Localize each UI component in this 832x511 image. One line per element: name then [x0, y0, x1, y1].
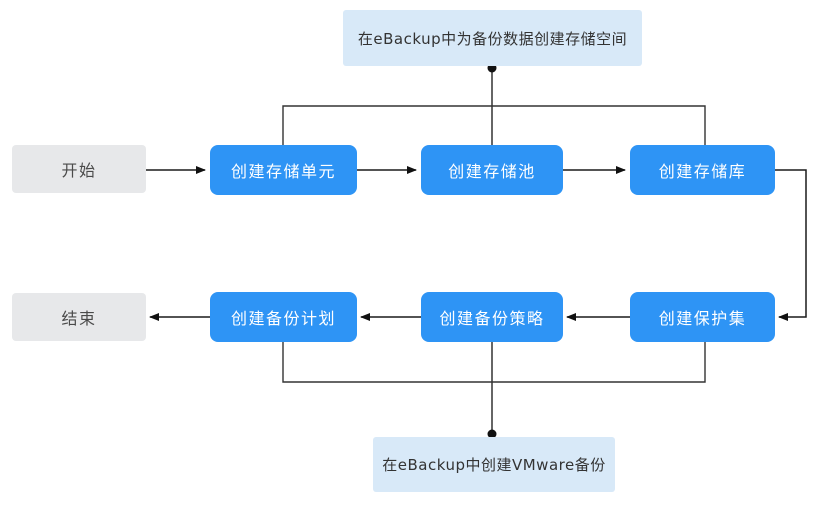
- top-bracket: [282, 105, 706, 145]
- node-end: 结束: [12, 293, 146, 341]
- node-create-storage-repository[interactable]: 创建存储库: [630, 145, 775, 195]
- node-create-backup-plan[interactable]: 创建备份计划: [210, 292, 357, 342]
- node-create-storage-unit[interactable]: 创建存储单元: [210, 145, 357, 195]
- node-create-storage-pool[interactable]: 创建存储池: [421, 145, 563, 195]
- node-create-protected-set[interactable]: 创建保护集: [630, 292, 775, 342]
- node-create-backup-policy[interactable]: 创建备份策略: [421, 292, 563, 342]
- annotation-create-vmware-backup: 在eBackup中创建VMware备份: [373, 437, 615, 492]
- top-annotation-connector: [487, 63, 497, 145]
- bottom-annotation-connector: [487, 342, 497, 439]
- right-loop-connector: [775, 169, 807, 321]
- node-start: 开始: [12, 145, 146, 193]
- bottom-bracket: [282, 342, 706, 383]
- annotation-create-storage-space: 在eBackup中为备份数据创建存储空间: [343, 10, 642, 66]
